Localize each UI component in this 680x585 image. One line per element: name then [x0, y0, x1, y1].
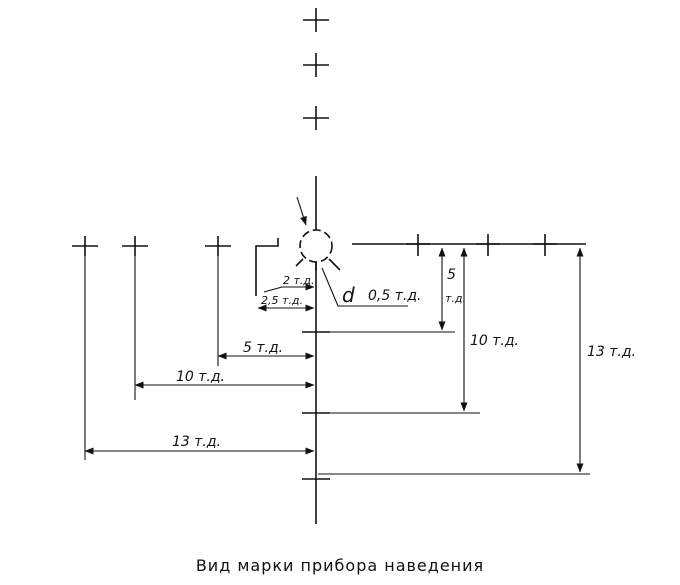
label-10td-left: 10 т.д.: [176, 369, 225, 385]
small-bracket: [255, 238, 279, 296]
label-d-value: 0,5 т.д.: [368, 288, 421, 304]
right-extensions: [318, 331, 590, 475]
label-10td-right: 10 т.д.: [470, 333, 519, 349]
left-crosses: [72, 236, 231, 256]
label-13td-right: 13 т.д.: [587, 344, 636, 360]
label-13td-left: 13 т.д.: [172, 434, 221, 450]
label-5td-left: 5 т.д.: [243, 340, 283, 356]
right-crosses: [406, 234, 557, 256]
label-25td: 2,5 т.д.: [261, 294, 303, 307]
left-dimensions: [84, 283, 315, 455]
left-extensions: [84, 256, 219, 460]
d-leader: [321, 267, 408, 307]
label-d: d: [342, 283, 355, 307]
label-2td: 2 т.д.: [283, 274, 315, 287]
aiming-circle: [295, 229, 341, 271]
label-5-right-num: 5: [447, 267, 456, 283]
top-crosses: [303, 8, 329, 130]
label-5-right-unit: т.д.: [445, 292, 466, 305]
pointer-arrow: [296, 196, 307, 226]
right-dimensions: [438, 247, 584, 473]
figure-caption: Вид марки прибора наведения: [195, 556, 485, 575]
